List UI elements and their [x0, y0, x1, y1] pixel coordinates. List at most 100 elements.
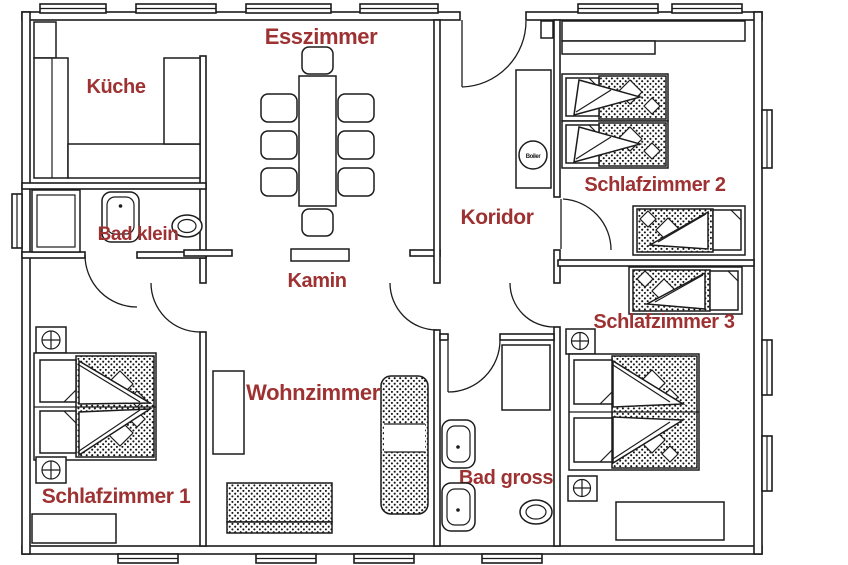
- window: [255, 553, 317, 564]
- window: [671, 3, 743, 14]
- window: [353, 553, 415, 564]
- nightstand: [567, 475, 598, 502]
- kitchen-counter-left: [33, 57, 69, 179]
- washbasin: [441, 419, 476, 469]
- door-schlafzimmer-3: [509, 282, 555, 328]
- room-label-bad-klein: Bad klein: [98, 224, 179, 245]
- room-label-koridor: Koridor: [460, 206, 533, 229]
- wardrobe: [561, 40, 656, 55]
- dining-chair: [260, 93, 298, 123]
- window: [761, 435, 773, 492]
- window: [577, 3, 659, 14]
- room-label-esszimmer: Esszimmer: [265, 24, 378, 49]
- room-esszimmer: Esszimmer Kamin: [260, 24, 379, 292]
- wall-segment: [21, 11, 31, 555]
- washbasin: [441, 482, 476, 532]
- twin-bed: [561, 73, 669, 122]
- nightstand: [565, 328, 596, 355]
- room-schlafzimmer-2: Schlafzimmer 2: [561, 20, 746, 256]
- window: [761, 109, 773, 169]
- nightstand: [35, 456, 67, 484]
- single-bed: [632, 205, 746, 256]
- dining-chair: [337, 167, 375, 197]
- dining-chair: [301, 46, 334, 75]
- shower: [501, 344, 551, 411]
- window: [135, 3, 217, 14]
- dining-chair: [301, 208, 334, 237]
- label-kamin: Kamin: [287, 270, 346, 292]
- door-schlafzimmer-2: [560, 198, 612, 251]
- door-bad-gross: [447, 339, 501, 393]
- window: [359, 3, 439, 14]
- wall-segment: [753, 11, 763, 555]
- room-bad-klein: Bad klein: [31, 189, 203, 253]
- twin-bed: [561, 120, 669, 169]
- room-label-schlafzimmer-3: Schlafzimmer 3: [593, 311, 734, 333]
- door-wohnzimmer: [389, 282, 438, 331]
- dining-table: [298, 75, 337, 207]
- wall-stub: [183, 249, 233, 257]
- wall-segment: [433, 329, 441, 547]
- wall-segment: [553, 326, 561, 547]
- room-schlafzimmer-3: Schlafzimmer 3: [565, 266, 743, 541]
- wall-segment: [21, 182, 207, 190]
- windows: [11, 3, 773, 564]
- dining-chair: [337, 130, 375, 160]
- wall-segment: [439, 333, 449, 341]
- room-label-bad-gross: Bad gross: [459, 467, 553, 489]
- wardrobe: [561, 20, 746, 42]
- twin-beds: [568, 353, 700, 471]
- wall-segment: [557, 259, 755, 267]
- dining-chair: [337, 93, 375, 123]
- sofa: [226, 482, 333, 534]
- window: [39, 3, 107, 14]
- wall-segment: [199, 257, 207, 284]
- window: [481, 553, 543, 564]
- wall-niche: [540, 20, 554, 39]
- sofa: [380, 375, 429, 515]
- room-bad-gross: Bad gross: [441, 344, 554, 532]
- kitchen-counter-bottom: [67, 143, 201, 179]
- room-wohnzimmer: Wohnzimmer: [212, 370, 429, 534]
- fireplace: [290, 248, 350, 262]
- door-schlafzimmer-1: [150, 282, 201, 333]
- window: [117, 553, 179, 564]
- entry-door: [461, 20, 527, 88]
- wall-segment: [433, 19, 441, 284]
- exterior-walls: [21, 11, 763, 555]
- dresser: [615, 501, 725, 541]
- dining-chair: [260, 130, 298, 160]
- shower: [31, 189, 81, 253]
- wall-segment: [199, 331, 207, 547]
- room-label-schlafzimmer-1: Schlafzimmer 1: [42, 485, 191, 508]
- washbasin: [101, 191, 140, 243]
- nightstand: [35, 326, 67, 354]
- refrigerator: [33, 21, 57, 59]
- wall-segment: [553, 19, 561, 198]
- doors: [84, 20, 612, 393]
- room-label-kueche: Küche: [86, 76, 145, 98]
- kitchen-counter-right: [163, 57, 201, 145]
- boiler-icon: [518, 140, 548, 170]
- double-bed: [33, 352, 157, 461]
- wall-segment: [21, 545, 763, 555]
- toilet: [519, 499, 553, 525]
- wall-segment: [21, 251, 86, 259]
- wall-segment: [499, 333, 555, 341]
- dining-chair: [260, 167, 298, 197]
- label-boiler: Boiler: [526, 154, 542, 160]
- door-bad-klein: [84, 254, 138, 308]
- dresser: [31, 513, 117, 544]
- window: [761, 339, 773, 396]
- window: [245, 3, 332, 14]
- shelf: [212, 370, 245, 455]
- room-schlafzimmer-1: Schlafzimmer 1: [31, 326, 191, 544]
- interior-walls: [21, 19, 755, 547]
- boiler-closet: [515, 69, 552, 189]
- room-label-wohnzimmer: Wohnzimmer: [246, 380, 381, 405]
- window: [11, 193, 23, 249]
- toilet: [171, 214, 203, 238]
- room-koridor: Boiler Koridor: [460, 20, 554, 229]
